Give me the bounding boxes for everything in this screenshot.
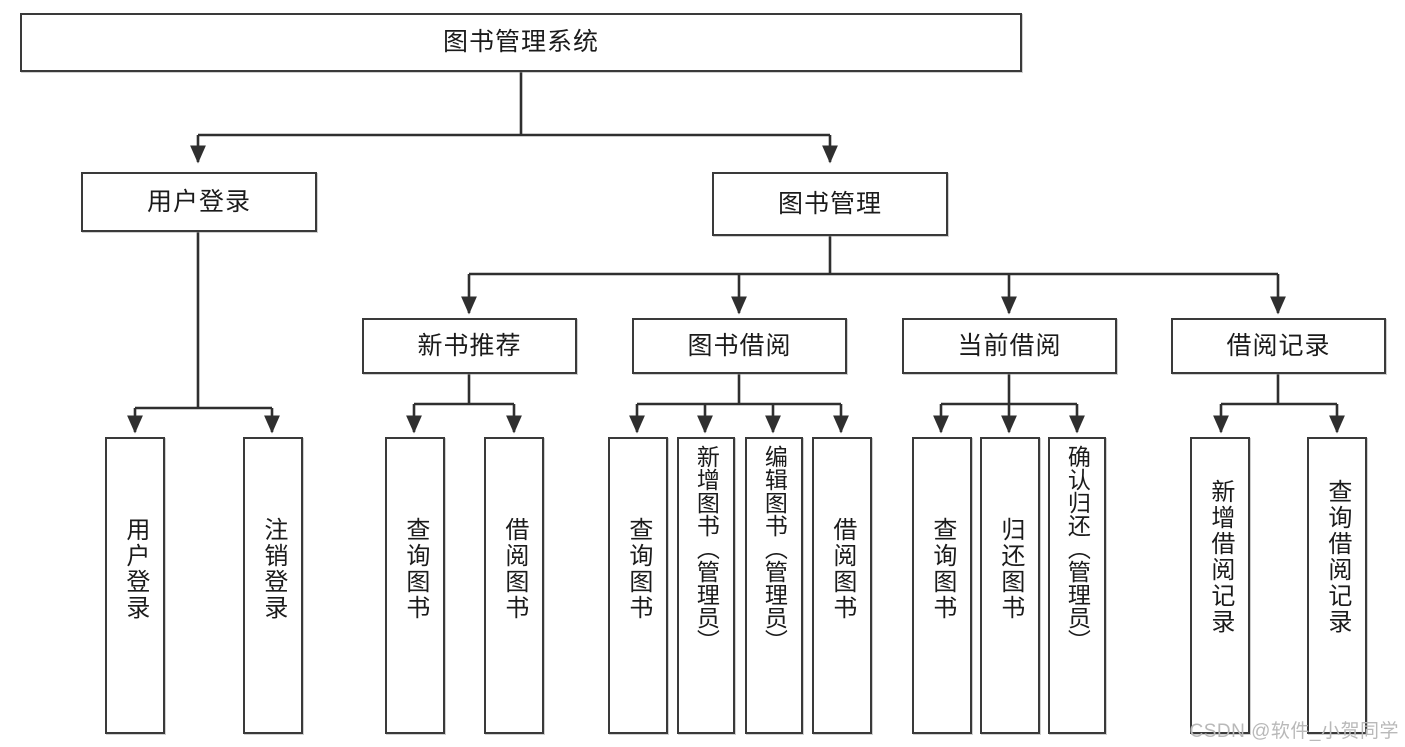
node-label: 查询图书 xyxy=(401,517,429,621)
node-book-manage[interactable]: 图书管理 xyxy=(712,172,948,236)
node-label: 新增借阅记录 xyxy=(1206,479,1234,635)
node-label: 当前借阅 xyxy=(957,331,1062,360)
node-label: 用户登录 xyxy=(121,517,149,621)
leaf-borrow-book-2[interactable]: 借阅图书 xyxy=(812,437,872,734)
leaf-borrow-book-1[interactable]: 借阅图书 xyxy=(484,437,544,734)
leaf-user-login[interactable]: 用户登录 xyxy=(105,437,165,734)
node-label: 图书借阅 xyxy=(687,331,792,360)
leaf-query-record[interactable]: 查询借阅记录 xyxy=(1307,437,1367,734)
node-label: 查询借阅记录 xyxy=(1323,479,1351,635)
leaf-query-book-1[interactable]: 查询图书 xyxy=(385,437,445,734)
watermark: CSDN @软件_小贺同学 xyxy=(1189,721,1399,742)
node-label: 借阅记录 xyxy=(1226,331,1331,360)
leaf-confirm-return[interactable]: 确认归还（管理员） xyxy=(1048,437,1106,734)
leaf-add-book[interactable]: 新增图书（管理员） xyxy=(677,437,735,734)
node-new-book-recommend[interactable]: 新书推荐 xyxy=(362,318,577,374)
leaf-query-book-2[interactable]: 查询图书 xyxy=(608,437,668,734)
node-label: 新增图书（管理员） xyxy=(693,445,720,652)
node-user-login[interactable]: 用户登录 xyxy=(81,172,317,232)
node-label: 借阅图书 xyxy=(828,517,856,621)
node-label: 归还图书 xyxy=(996,517,1024,621)
node-book-management-system[interactable]: 图书管理系统 xyxy=(20,13,1022,72)
node-label: 用户登录 xyxy=(146,187,251,216)
leaf-edit-book[interactable]: 编辑图书（管理员） xyxy=(745,437,803,734)
leaf-user-logout[interactable]: 注销登录 xyxy=(243,437,303,734)
node-label: 图书管理 xyxy=(777,189,882,218)
node-label: 确认归还（管理员） xyxy=(1064,445,1091,652)
leaf-return-book[interactable]: 归还图书 xyxy=(980,437,1040,734)
leaf-add-record[interactable]: 新增借阅记录 xyxy=(1190,437,1250,734)
node-label: 新书推荐 xyxy=(417,331,522,360)
node-label: 查询图书 xyxy=(624,517,652,621)
node-borrow-record[interactable]: 借阅记录 xyxy=(1171,318,1386,374)
node-label: 借阅图书 xyxy=(500,517,528,621)
node-book-borrow[interactable]: 图书借阅 xyxy=(632,318,847,374)
node-label: 编辑图书（管理员） xyxy=(761,445,788,652)
node-current-borrow[interactable]: 当前借阅 xyxy=(902,318,1117,374)
leaf-query-book-3[interactable]: 查询图书 xyxy=(912,437,972,734)
node-label: 查询图书 xyxy=(928,517,956,621)
node-label: 图书管理系统 xyxy=(442,28,599,57)
node-label: 注销登录 xyxy=(259,517,287,621)
